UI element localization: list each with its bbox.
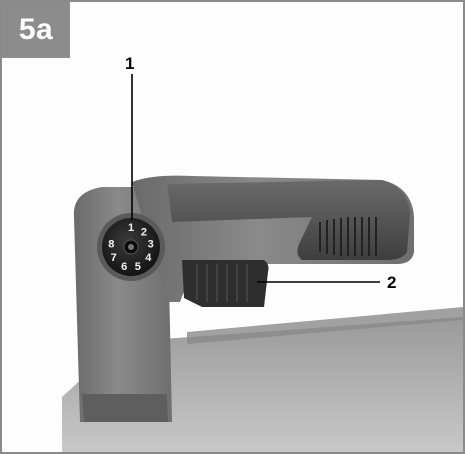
dial-number-1: 1 [128, 222, 134, 234]
dial-number-8: 8 [108, 239, 114, 251]
speed-dial [97, 213, 165, 281]
dial-number-7: 7 [111, 252, 117, 264]
dial-number-4: 4 [145, 252, 152, 264]
callout-2: 2 [387, 273, 397, 292]
dial-number-3: 3 [148, 239, 154, 251]
trigger [182, 260, 269, 307]
dial-number-6: 6 [121, 261, 127, 273]
handle-grip [167, 180, 410, 260]
dial-number-5: 5 [135, 261, 141, 273]
callout-1: 1 [125, 54, 135, 73]
figure-label: 5a [2, 2, 70, 58]
dial-number-2: 2 [141, 227, 147, 239]
